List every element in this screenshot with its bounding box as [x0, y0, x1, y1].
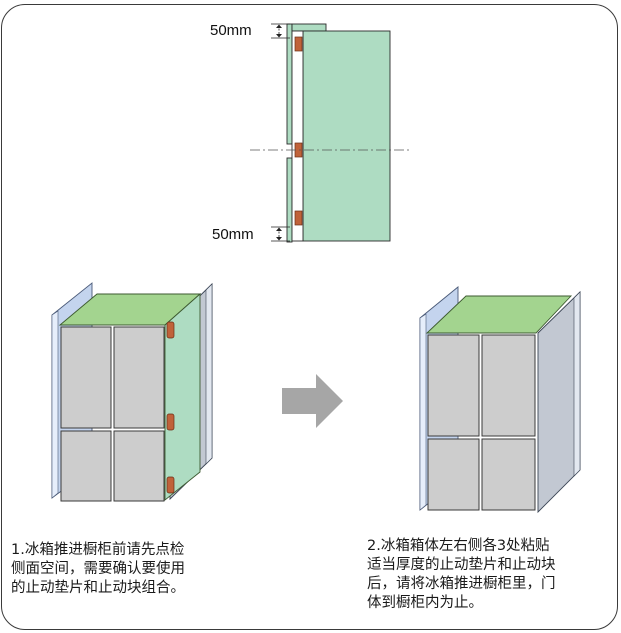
- stopper-block: [166, 413, 175, 431]
- fridge-door-upper-right: [481, 334, 536, 437]
- side-wall-upper: [286, 23, 293, 145]
- dimension-marker-bottom: [271, 226, 290, 242]
- stopper-block-top: [294, 36, 303, 52]
- fridge-step2-figure: [419, 286, 581, 514]
- fridge-body-section: [302, 30, 391, 242]
- dimension-label-bottom: 50mm: [212, 226, 254, 243]
- step1-caption: 1.冰箱推进橱柜前请先点检 侧面空间，需要确认要使用 的止动垫片和止动块组合。: [11, 542, 185, 596]
- fridge-door-upper-right: [113, 326, 165, 429]
- stopper-block: [166, 321, 175, 339]
- fridge-side-face: [164, 293, 201, 501]
- step2-caption: 2.冰箱箱体左右侧各3处粘贴 适当厚度的止动垫片和止动块 后，请将冰箱推进橱柜里…: [367, 538, 556, 611]
- fridge-door-lower-left: [427, 438, 480, 511]
- stopper-block-bottom: [294, 210, 303, 226]
- top-tab: [291, 23, 327, 32]
- fridge-top: [425, 295, 573, 334]
- fridge-door-lower-right: [113, 430, 165, 502]
- fridge-door-lower-right: [481, 438, 536, 511]
- stopper-block: [166, 476, 175, 494]
- fridge-door-upper-left: [427, 334, 480, 437]
- fridge-door-upper-left: [60, 326, 112, 429]
- fridge-door-lower-left: [60, 430, 112, 502]
- side-section-figure: [250, 23, 412, 243]
- gap-column: [291, 30, 304, 242]
- fridge-step1-figure: [51, 282, 213, 502]
- dimension-marker-top: [271, 23, 290, 39]
- arrow-right-icon: [282, 374, 343, 428]
- side-wall-lower: [286, 157, 293, 243]
- dimension-label-top: 50mm: [210, 22, 252, 39]
